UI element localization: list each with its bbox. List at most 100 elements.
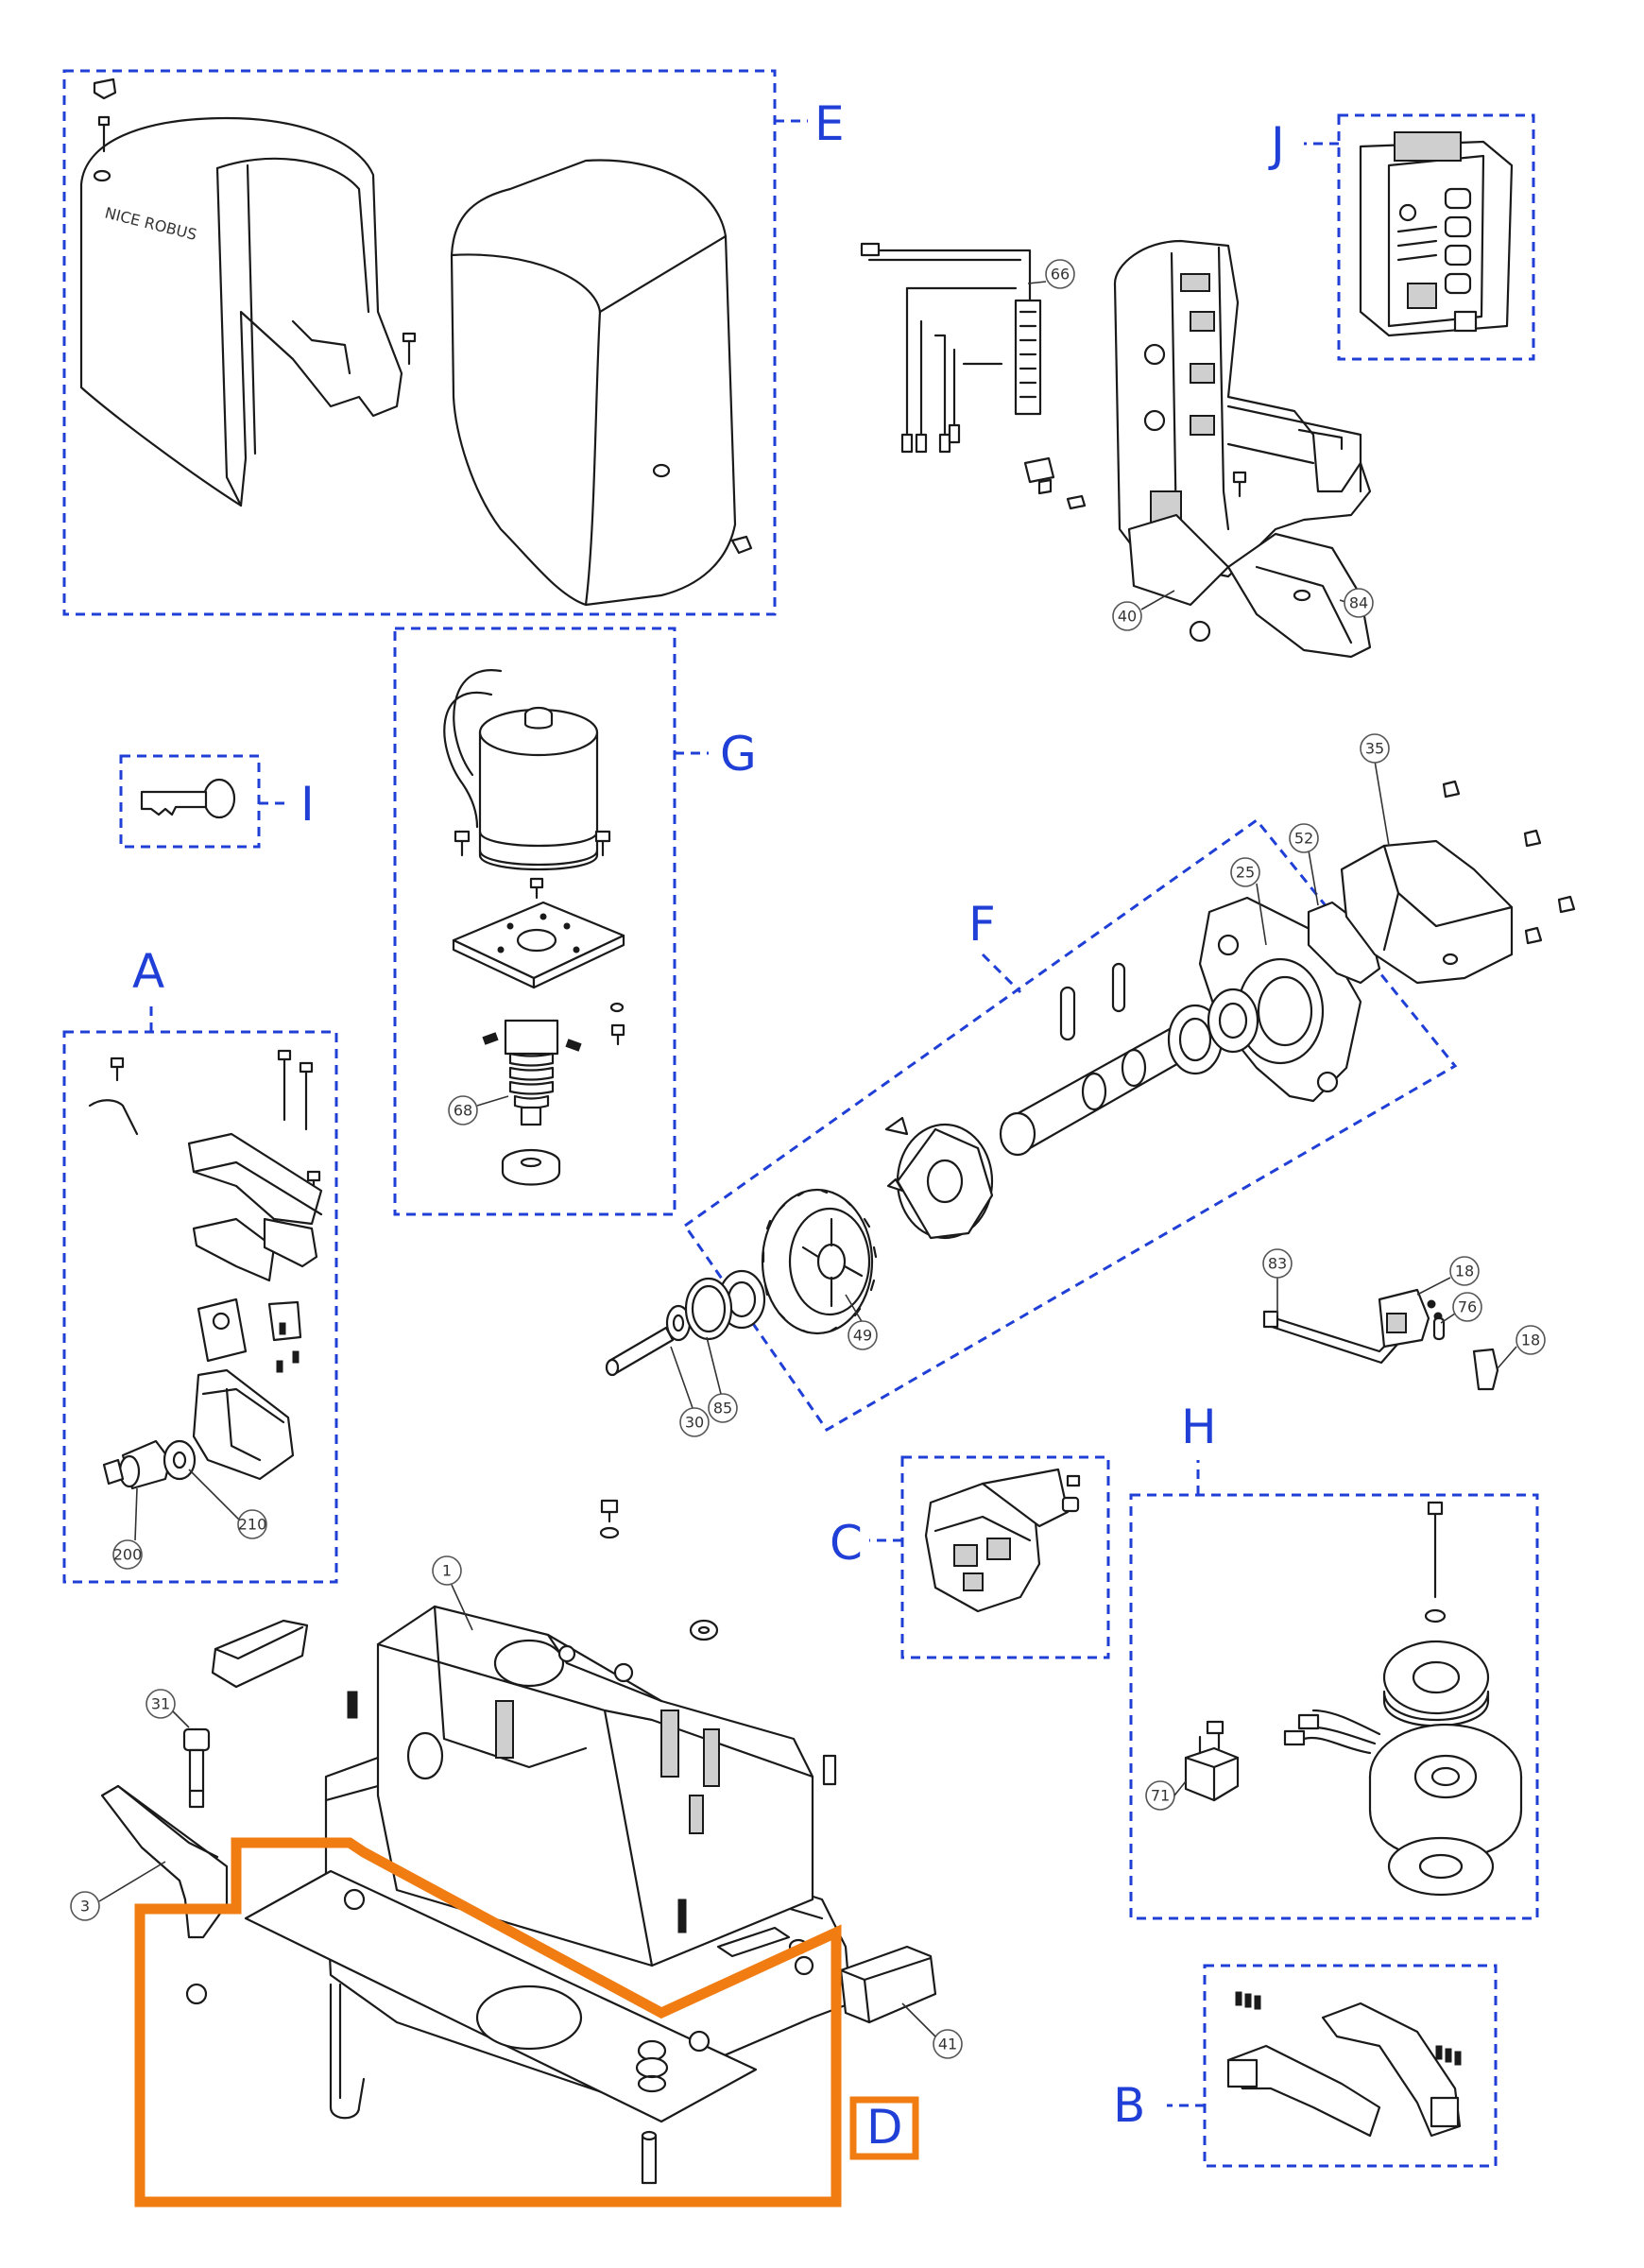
control-board (1359, 131, 1514, 337)
release-key-block (197, 1297, 302, 1373)
callout-25: 25 (1236, 864, 1255, 882)
release-lock-housing (192, 1368, 295, 1481)
control-unit (924, 1468, 1081, 1613)
group-d-label: D (866, 2100, 903, 2155)
callout-31: 31 (151, 1695, 170, 1713)
end-cap-top (211, 1619, 309, 1689)
group-j-label: J (1268, 117, 1285, 172)
group-j-box (1337, 113, 1535, 361)
transformer-bolt (1424, 1501, 1447, 1624)
washer (501, 1148, 561, 1186)
bearings (1167, 988, 1259, 1075)
group-f-label: F (968, 897, 996, 952)
callout-84: 84 (1349, 594, 1368, 612)
release-screws (88, 1049, 321, 1194)
group-a-box (62, 1030, 338, 1584)
group-e-label: E (814, 96, 845, 151)
handle-right (1321, 2002, 1462, 2138)
spring-cone (884, 1116, 909, 1136)
callout-71: 71 (1151, 1787, 1170, 1805)
callout-85: 85 (713, 1400, 732, 1418)
group-g-label: G (720, 727, 757, 782)
group-d-label-box (849, 2096, 919, 2160)
housing-screw (1232, 471, 1247, 498)
callout-68: 68 (454, 1102, 472, 1120)
worm-screw (482, 1019, 582, 1126)
keys (1059, 962, 1126, 1041)
callout-49: 49 (853, 1327, 872, 1345)
cover-side-screw (402, 332, 417, 366)
transformer-coil (1283, 1709, 1523, 1861)
group-a-label: A (132, 944, 164, 999)
callout-35: 35 (1365, 740, 1384, 758)
housing-cover-plate (1127, 513, 1230, 643)
callout-30: 30 (685, 1414, 704, 1432)
group-d: D (134, 1837, 919, 2208)
oring-85 (684, 1277, 733, 1341)
group-h-box (1129, 1493, 1539, 1920)
group-c: C (830, 1455, 1110, 1659)
cover-front: NICE ROBUS (79, 116, 403, 507)
key-icon (140, 778, 236, 819)
callout-1: 1 (442, 1562, 452, 1580)
group-g: G (393, 627, 757, 1216)
small-clip-parts (1023, 456, 1087, 510)
release-lever-housing (187, 1132, 323, 1282)
group-e: E NICE ROBUS (62, 69, 845, 616)
callout-41: 41 (938, 2036, 957, 2053)
pin-30 (605, 1304, 692, 1377)
transformer-cap-top (1382, 1640, 1490, 1727)
shaft (999, 1023, 1197, 1157)
group-c-box (900, 1455, 1110, 1659)
callout-210: 210 (238, 1516, 267, 1534)
control-housing-assembly: 66 40 84 (860, 239, 1374, 659)
wiring-harness (860, 242, 1042, 454)
callout-52: 52 (1294, 830, 1313, 848)
clutch-disc (886, 1123, 994, 1240)
base-plate (185, 1869, 814, 2185)
group-b-box (1203, 1964, 1498, 2168)
housing-hatch (1226, 532, 1372, 659)
callout-83: 83 (1268, 1255, 1287, 1273)
group-e-box (62, 69, 777, 616)
small-rings (609, 1002, 625, 1046)
group-j: J (1268, 113, 1535, 361)
motor-screws (454, 830, 611, 900)
lock-cylinder (102, 1439, 197, 1490)
gear-cover-35 (1340, 839, 1514, 985)
group-b-label: B (1113, 2078, 1145, 2133)
callout-76: 76 (1458, 1298, 1477, 1316)
base-housing-1 (324, 1605, 852, 2095)
group-h-label: H (1181, 1400, 1217, 1454)
cover-rear (450, 159, 737, 607)
group-a: A (62, 944, 338, 1584)
end-cap-41 (839, 1945, 937, 2024)
transformer-cap-bottom (1387, 1836, 1495, 1897)
handle-left (1226, 1991, 1381, 2138)
motor-flange-plate (452, 901, 625, 989)
callout-40: 40 (1118, 608, 1137, 626)
callout-3: 3 (80, 1898, 90, 1916)
callout-18-bottom: 18 (1521, 1332, 1540, 1349)
main-gear (761, 1188, 878, 1335)
group-g-box (393, 627, 676, 1216)
cover-screw-top (93, 77, 117, 153)
callout-18-top: 18 (1455, 1263, 1474, 1280)
group-f: F (682, 817, 1458, 1432)
base-bolts (347, 1499, 837, 1786)
callout-200: 200 (113, 1546, 143, 1564)
bolt-31 (182, 1727, 211, 1809)
rectifier-71 (1184, 1720, 1240, 1802)
group-h: H (1129, 1400, 1539, 1920)
group-c-label: C (830, 1516, 863, 1571)
group-d-outline (134, 1837, 842, 2208)
group-f-box (682, 817, 1458, 1432)
callout-66: 66 (1051, 266, 1070, 284)
cover-bolts (1442, 780, 1576, 945)
motor (443, 669, 599, 871)
control-housing (1113, 239, 1372, 578)
group-i: I (119, 754, 315, 849)
group-b: B (1113, 1964, 1498, 2168)
cover-rear-screw (730, 535, 753, 555)
